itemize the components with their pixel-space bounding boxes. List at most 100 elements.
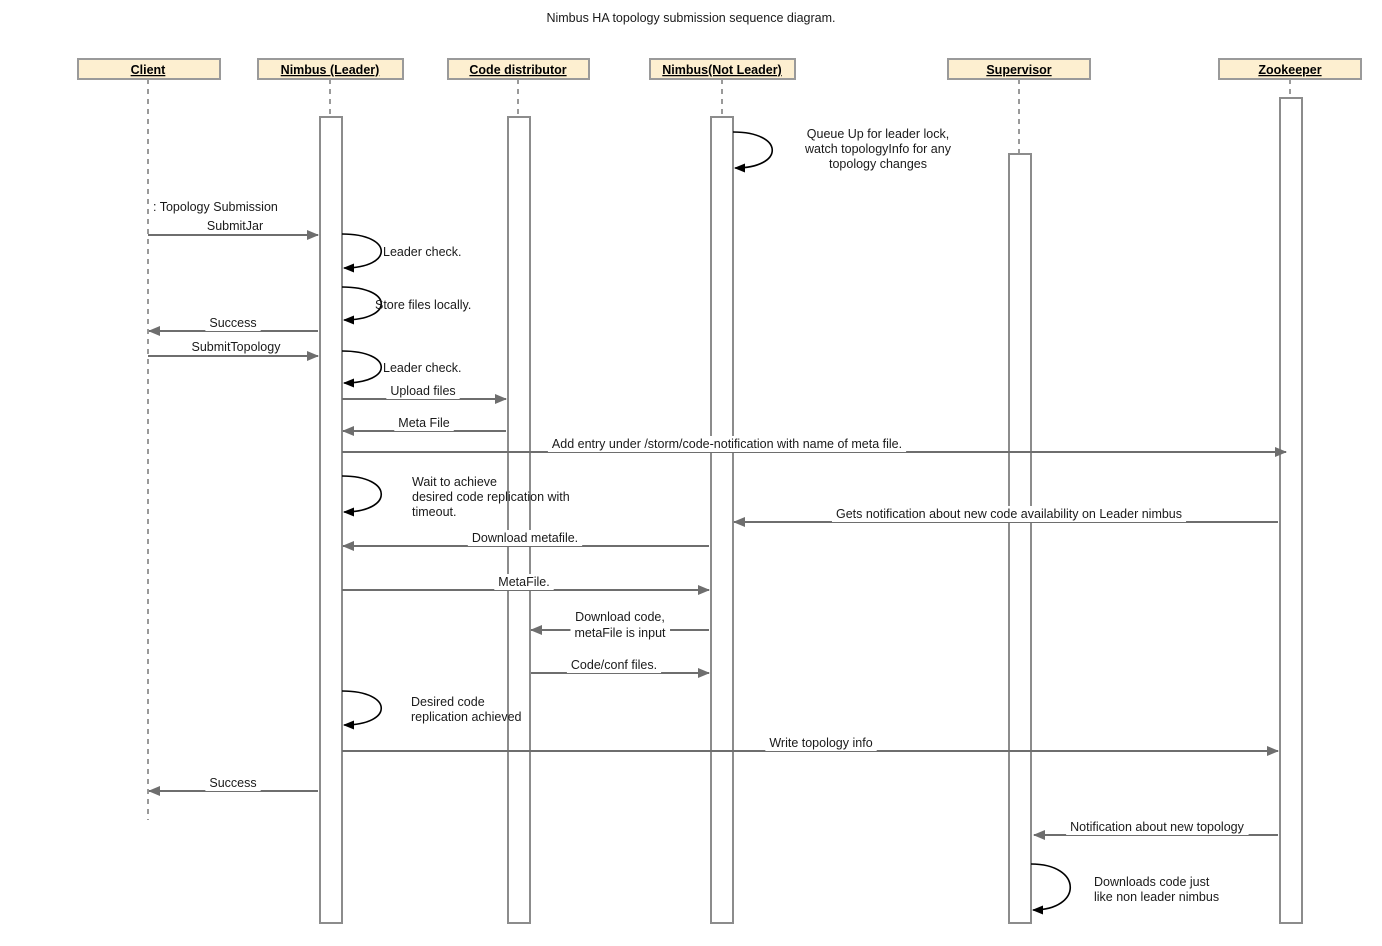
actor-box-nimbus_nl[interactable] <box>649 58 796 80</box>
actor-header-supervisor[interactable]: Supervisor <box>947 58 1091 80</box>
message-label-notify-new-topology: Notification about new topology <box>1070 820 1244 834</box>
self-loop-arrow-desired-replication-achieved <box>341 690 383 730</box>
message-label-submit-topology: SubmitTopology <box>192 340 282 354</box>
label-backdrop <box>831 506 1187 522</box>
message-code-conf-files: Code/conf files. <box>531 657 710 678</box>
actor-header-client[interactable]: Client <box>77 58 221 80</box>
activations-layer <box>319 97 1303 924</box>
page-title: Nimbus HA topology submission sequence d… <box>546 11 835 25</box>
message-label-download-metafile: Download metafile. <box>472 531 578 545</box>
message-label-meta-file: Meta File <box>398 416 449 430</box>
message-label-submit-jar: SubmitJar <box>207 219 263 233</box>
actor-header-nimbus_leader[interactable]: Nimbus (Leader) <box>257 58 404 80</box>
activation-bar-supervisor <box>1008 153 1032 924</box>
lifelines-layer <box>147 79 1291 820</box>
self-message-leader-check-2: Leader check. <box>341 350 462 388</box>
message-submit-topology: SubmitTopology <box>148 339 319 361</box>
label-backdrop <box>1066 819 1249 835</box>
self-loop-arrow-wait-code-replication <box>341 475 383 517</box>
label-backdrop <box>571 609 669 625</box>
message-submit-jar: SubmitJar <box>148 218 319 240</box>
message-label-metafile-out: MetaFile. <box>498 575 549 589</box>
actor-box-client[interactable] <box>77 58 221 80</box>
label-backdrop <box>386 383 460 399</box>
label-backdrop <box>394 415 454 431</box>
message-label-success-1: Success <box>209 316 256 330</box>
message-notify-new-topology: Notification about new topology <box>1033 819 1278 840</box>
self-message-label-desired-replication-achieved: Desired code <box>411 695 485 709</box>
self-message-store-files-locally: Store files locally. <box>341 286 471 325</box>
message-upload-files: Upload files <box>342 383 507 404</box>
message-write-topology-info: Write topology info <box>342 735 1279 756</box>
self-message-label-wait-code-replication: Wait to achieve <box>412 475 497 489</box>
self-message-label-downloads-code-like-nonleader: Downloads code just <box>1094 875 1210 889</box>
message-download-code: Download code,metaFile is input <box>530 609 709 641</box>
label-backdrop <box>202 218 268 234</box>
self-message-label-leader-check-1: Leader check. <box>383 245 462 259</box>
actor-header-zookeeper[interactable]: Zookeeper <box>1218 58 1362 80</box>
self-message-label-desired-replication-achieved: replication achieved <box>411 710 522 724</box>
label-backdrop <box>205 775 261 791</box>
actor-label-zookeeper: Zookeeper <box>1258 63 1321 77</box>
message-label-code-conf-files: Code/conf files. <box>571 658 657 672</box>
self-message-label-leader-check-2: Leader check. <box>383 361 462 375</box>
label-backdrop <box>205 315 261 331</box>
self-loop-arrow-downloads-code-like-nonleader <box>1030 863 1071 915</box>
self-message-label-queue-up-leader-lock: watch topologyInfo for any <box>804 142 952 156</box>
actor-box-nimbus_leader[interactable] <box>257 58 404 80</box>
self-message-queue-up-leader-lock: Queue Up for leader lock,watch topologyI… <box>732 127 952 173</box>
self-messages-layer: Queue Up for leader lock,watch topologyI… <box>341 127 1219 915</box>
self-loop-arrow-store-files-locally <box>341 286 383 325</box>
message-label-write-topology-info: Write topology info <box>769 736 872 750</box>
self-message-label-queue-up-leader-lock: topology changes <box>829 157 927 171</box>
label-backdrop <box>570 625 671 641</box>
self-message-label-store-files-locally: Store files locally. <box>375 298 471 312</box>
activation-bar-zookeeper <box>1279 97 1303 924</box>
message-label-download-code: Download code, <box>575 610 665 624</box>
message-label-gets-notification: Gets notification about new code availab… <box>836 507 1182 521</box>
actor-header-code_dist[interactable]: Code distributor <box>447 58 590 80</box>
message-metafile-out: MetaFile. <box>342 574 710 595</box>
actor-box-zookeeper[interactable] <box>1218 58 1362 80</box>
message-label-success-2: Success <box>209 776 256 790</box>
label-backdrop <box>765 735 877 751</box>
message-label-add-entry-zk: Add entry under /storm/code-notification… <box>552 437 902 451</box>
message-label-upload-files: Upload files <box>390 384 455 398</box>
message-success-2: Success <box>148 775 318 796</box>
self-message-label-wait-code-replication: timeout. <box>412 505 456 519</box>
standalone-labels-layer: : Topology Submission <box>153 200 278 214</box>
self-loop-arrow-queue-up-leader-lock <box>732 131 774 173</box>
message-success-1: Success <box>148 315 318 336</box>
message-download-metafile: Download metafile. <box>342 530 709 551</box>
actor-label-code_dist: Code distributor <box>469 63 566 77</box>
label-backdrop <box>494 574 554 590</box>
actors-layer: Client Nimbus (Leader) Code distributor Nim… <box>77 58 1362 80</box>
label-backdrop <box>187 339 286 355</box>
actor-box-code_dist[interactable] <box>447 58 590 80</box>
message-meta-file: Meta File <box>342 415 506 436</box>
actor-header-nimbus_nl[interactable]: Nimbus(Not Leader) <box>649 58 796 80</box>
message-add-entry-zk: Add entry under /storm/code-notification… <box>342 436 1287 457</box>
activation-bar-code_dist <box>507 116 531 924</box>
actor-box-supervisor[interactable] <box>947 58 1091 80</box>
actor-label-client: Client <box>131 63 167 77</box>
label-backdrop <box>467 530 583 546</box>
label-backdrop <box>566 657 662 673</box>
actor-label-nimbus_leader: Nimbus (Leader) <box>281 63 380 77</box>
actor-label-nimbus_nl: Nimbus(Not Leader) <box>662 63 781 77</box>
topology-submission-note: : Topology Submission <box>153 200 278 214</box>
activation-bar-nimbus_nl <box>710 116 734 924</box>
actor-label-supervisor: Supervisor <box>986 63 1051 77</box>
label-backdrop <box>547 436 907 452</box>
message-gets-notification: Gets notification about new code availab… <box>733 506 1278 527</box>
self-loop-arrow-leader-check-2 <box>341 350 383 388</box>
self-message-leader-check-1: Leader check. <box>341 233 462 273</box>
self-message-label-queue-up-leader-lock: Queue Up for leader lock, <box>807 127 949 141</box>
self-loop-arrow-leader-check-1 <box>341 233 383 273</box>
self-message-label-downloads-code-like-nonleader: like non leader nimbus <box>1094 890 1219 904</box>
